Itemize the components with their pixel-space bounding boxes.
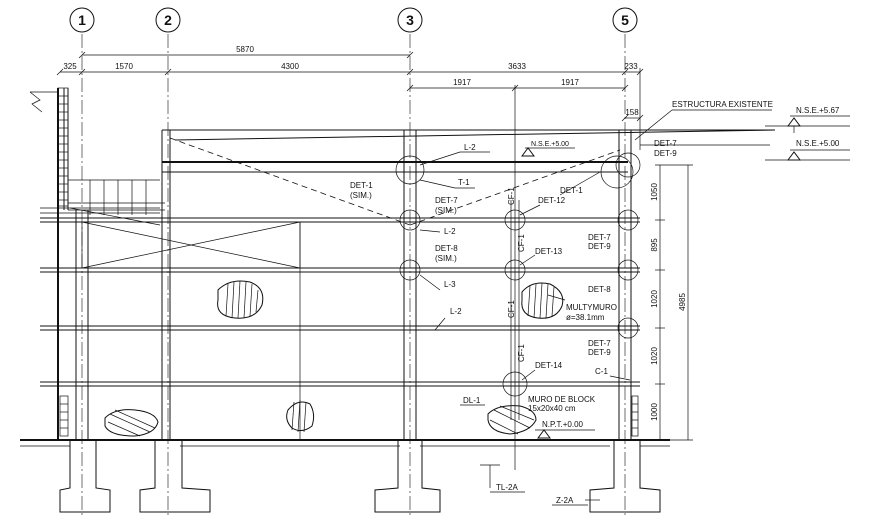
label-multymuro-diameter: ø=38.1mm bbox=[566, 313, 605, 322]
label-det-7-a: DET-7 bbox=[654, 139, 677, 148]
dim-right-1000: 1000 bbox=[650, 403, 659, 421]
axis-label-5: 5 bbox=[621, 12, 629, 28]
label-det-1-sim: DET-1 bbox=[350, 181, 373, 190]
existing-wall-left bbox=[29, 87, 165, 440]
label-l-2-b: L-2 bbox=[444, 227, 456, 236]
level-nse-mid: N.S.E.+5.00 bbox=[531, 141, 569, 148]
dim-right-offset: 233 bbox=[624, 62, 638, 71]
axis-bubble-2: 2 bbox=[155, 7, 181, 33]
level-mark-npt bbox=[535, 429, 595, 439]
level-nse-567: N.S.E.+5.67 bbox=[796, 106, 840, 115]
dim-right-895: 895 bbox=[650, 238, 659, 252]
label-muro-size: 15x20x40 cm bbox=[528, 404, 576, 413]
label-det-7-c: DET-7 bbox=[588, 339, 611, 348]
dim-overall-right: 3633 bbox=[508, 62, 526, 71]
label-estructura-existente: ESTRUCTURA EXISTENTE bbox=[672, 100, 773, 109]
axis-label-1: 1 bbox=[78, 12, 86, 28]
label-det-7-b: DET-7 bbox=[588, 233, 611, 242]
label-l-2-c: L-2 bbox=[450, 307, 462, 316]
ground-and-footings bbox=[20, 439, 670, 513]
label-det-9-c: DET-9 bbox=[588, 348, 611, 357]
label-cf-1-c: CF-1 bbox=[507, 300, 516, 318]
columns bbox=[75, 130, 632, 440]
label-muro-de-block: MURO DE BLOCK bbox=[528, 395, 596, 404]
block-wall-base bbox=[59, 395, 639, 437]
axis-lines bbox=[81, 34, 626, 515]
dim-span-b: 4300 bbox=[281, 62, 299, 71]
right-dimension-lines bbox=[655, 164, 693, 441]
dim-left-offset: 325 bbox=[63, 62, 77, 71]
dim-right-1050: 1050 bbox=[650, 183, 659, 201]
label-det-13: DET-13 bbox=[535, 247, 563, 256]
axis-label-2: 2 bbox=[164, 12, 172, 28]
label-det-12: DET-12 bbox=[538, 196, 566, 205]
leader-lines bbox=[419, 109, 772, 506]
label-cf-1-a: CF-1 bbox=[507, 187, 516, 205]
axis-label-3: 3 bbox=[406, 12, 414, 28]
level-nse-500: N.S.E.+5.00 bbox=[796, 139, 840, 148]
label-tl-2a: TL-2A bbox=[496, 483, 518, 492]
label-dl-1: DL-1 bbox=[463, 396, 481, 405]
dim-right-1020-a: 1020 bbox=[650, 290, 659, 308]
level-mark-nse-567 bbox=[765, 115, 850, 133]
dim-right-small: 158 bbox=[625, 108, 639, 117]
label-det-8-sim: DET-8 bbox=[435, 244, 458, 253]
label-sim-2: (SIM.) bbox=[435, 206, 457, 215]
label-cf-1-d: CF-1 bbox=[517, 344, 526, 362]
label-t-1: T-1 bbox=[458, 178, 470, 187]
label-det-14: DET-14 bbox=[535, 361, 563, 370]
detail-circles bbox=[395, 152, 641, 397]
label-l-2-a: L-2 bbox=[464, 143, 476, 152]
hatched-shapes bbox=[104, 280, 564, 437]
axis-bubble-1: 1 bbox=[69, 7, 95, 33]
label-l-3: L-3 bbox=[444, 280, 456, 289]
label-sim-3: (SIM.) bbox=[435, 254, 457, 263]
label-multymuro: MULTYMURO bbox=[566, 303, 617, 312]
label-det-9-b: DET-9 bbox=[588, 242, 611, 251]
label-sim-1: (SIM.) bbox=[350, 191, 372, 200]
label-det-9-a: DET-9 bbox=[654, 149, 677, 158]
label-det-8: DET-8 bbox=[588, 285, 611, 294]
label-cf-1-b: CF-1 bbox=[517, 234, 526, 252]
dim-right-total: 4985 bbox=[678, 293, 687, 311]
label-c-1: C-1 bbox=[595, 367, 608, 376]
dim-overall-left: 5870 bbox=[236, 45, 254, 54]
dim-half-a: 1917 bbox=[453, 78, 471, 87]
dim-right-1020-b: 1020 bbox=[650, 347, 659, 365]
roof-structure bbox=[161, 129, 776, 440]
level-npt: N.P.T.+0.00 bbox=[542, 420, 584, 429]
axis-bubble-3: 3 bbox=[397, 7, 423, 33]
axis-bubble-5: 5 bbox=[612, 7, 638, 33]
level-mark-nse-500 bbox=[765, 149, 850, 161]
label-det-1: DET-1 bbox=[560, 186, 583, 195]
dim-span-a: 1570 bbox=[115, 62, 133, 71]
dim-half-b: 1917 bbox=[561, 78, 579, 87]
label-det-7-sim: DET-7 bbox=[435, 196, 458, 205]
label-z-2a: Z-2A bbox=[556, 496, 574, 505]
top-dimension-lines bbox=[56, 51, 644, 470]
level-mark-nse-mid bbox=[521, 147, 575, 157]
